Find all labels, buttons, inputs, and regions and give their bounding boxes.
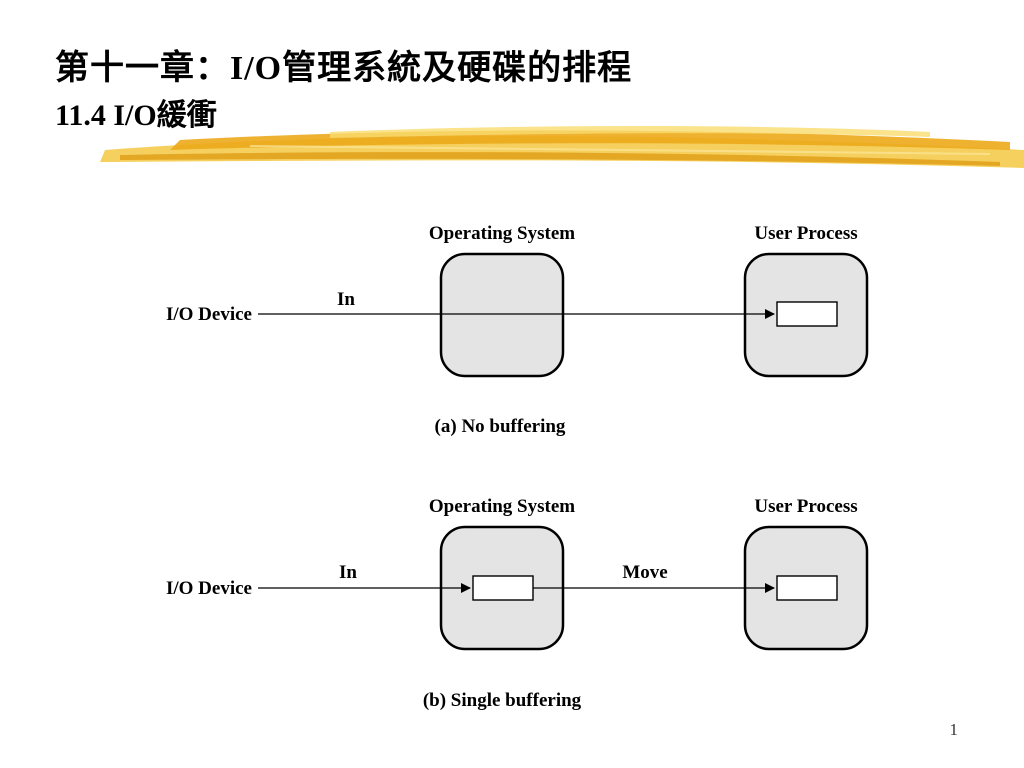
os-label: Operating System xyxy=(429,496,575,517)
chapter-title: 第十一章：I/O管理系統及硬碟的排程 xyxy=(55,50,633,87)
user-process-label: User Process xyxy=(754,223,857,244)
title-underline-brush xyxy=(100,126,1024,168)
diagram-no-buffering: Operating System User Process I/O Device… xyxy=(166,223,869,437)
in-label: In xyxy=(339,562,357,583)
user-buffer xyxy=(776,301,838,327)
os-buffer xyxy=(472,575,534,601)
os-box xyxy=(439,252,565,378)
in-label: In xyxy=(337,289,355,310)
user-process-label: User Process xyxy=(754,496,857,517)
move-label: Move xyxy=(622,562,667,583)
section-title: 11.4 I/O緩衝 xyxy=(55,99,217,132)
caption-b: (b) Single buffering xyxy=(423,690,582,711)
page-number: 1 xyxy=(949,720,959,739)
caption-a: (a) No buffering xyxy=(435,416,566,437)
io-device-label: I/O Device xyxy=(166,578,252,599)
user-buffer xyxy=(776,575,838,601)
os-label: Operating System xyxy=(429,223,575,244)
io-device-label: I/O Device xyxy=(166,304,252,325)
diagram-single-buffering: Operating System User Process I/O Device… xyxy=(166,496,869,711)
